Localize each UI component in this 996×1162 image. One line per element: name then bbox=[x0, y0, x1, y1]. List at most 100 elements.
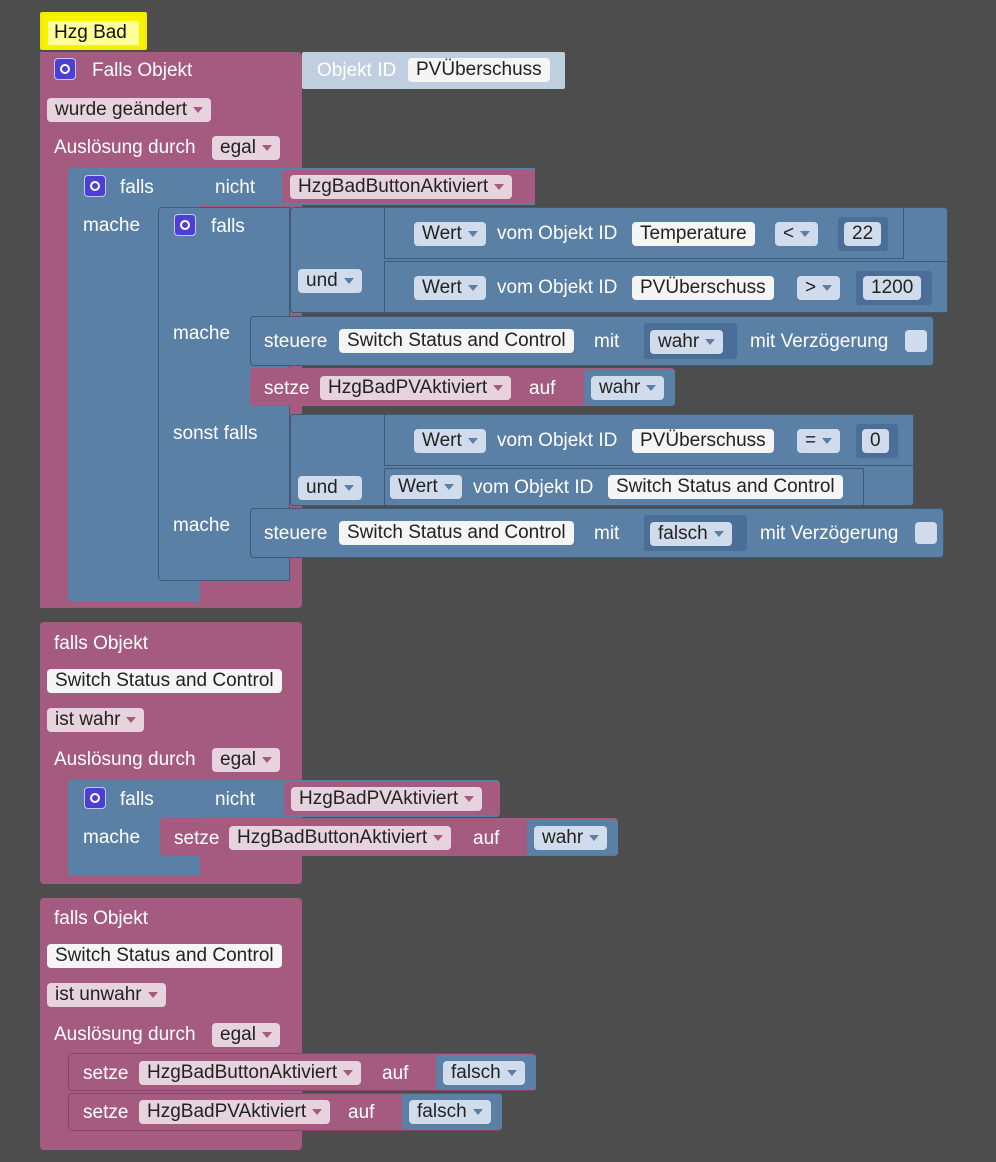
chevron-down-icon bbox=[433, 834, 444, 841]
chevron-down-icon bbox=[193, 106, 204, 113]
object-field[interactable]: PVÜberschuss bbox=[632, 276, 774, 300]
chevron-down-icon bbox=[713, 530, 724, 537]
set-var-dropdown[interactable]: HzgBadButtonAktiviert bbox=[229, 826, 452, 850]
chevron-down-icon bbox=[467, 284, 478, 291]
ausloesung-dropdown[interactable]: egal bbox=[212, 136, 280, 160]
chevron-down-icon bbox=[261, 144, 272, 151]
vom-objekt-id-label: vom Objekt ID bbox=[497, 277, 618, 298]
setze-label: setze bbox=[83, 1063, 129, 1084]
bool-dropdown[interactable]: wahr bbox=[650, 330, 724, 354]
compare-op-dropdown[interactable]: > bbox=[797, 276, 841, 300]
gear-icon[interactable] bbox=[54, 58, 76, 80]
chevron-down-icon bbox=[646, 384, 657, 391]
trigger-dropdown[interactable]: wurde geändert bbox=[47, 98, 212, 122]
ausloesung-label: Auslösung durch bbox=[54, 749, 196, 770]
nicht-label: nicht bbox=[215, 789, 256, 810]
chevron-down-icon bbox=[822, 437, 833, 444]
compare-op-dropdown[interactable]: = bbox=[797, 429, 841, 453]
setze-label: setze bbox=[174, 828, 220, 849]
gear-icon[interactable] bbox=[174, 214, 196, 236]
falls-label: falls bbox=[120, 789, 154, 810]
falls-objekt-label: falls Objekt bbox=[54, 908, 148, 929]
chevron-down-icon bbox=[343, 1069, 354, 1076]
vom-objekt-id-label: vom Objekt ID bbox=[473, 477, 594, 498]
object-field[interactable]: Switch Status and Control bbox=[47, 944, 282, 968]
gear-icon[interactable] bbox=[84, 175, 106, 197]
set-var-dropdown[interactable]: HzgBadPVAktiviert bbox=[139, 1100, 331, 1124]
ausloesung-dropdown[interactable]: egal bbox=[212, 1023, 280, 1047]
sonst-falls-label: sonst falls bbox=[173, 423, 258, 444]
auf-label: auf bbox=[348, 1102, 375, 1123]
delay-checkbox[interactable] bbox=[915, 522, 937, 544]
ausloesung-label: Auslösung durch bbox=[54, 1024, 196, 1045]
ausloesung-dropdown[interactable]: egal bbox=[212, 748, 280, 772]
compare-op-dropdown[interactable]: < bbox=[775, 222, 819, 246]
number-field[interactable]: 1200 bbox=[863, 276, 922, 300]
chevron-down-icon bbox=[343, 484, 354, 491]
setze-label: setze bbox=[264, 378, 310, 399]
set-var-dropdown[interactable]: HzgBadButtonAktiviert bbox=[139, 1061, 362, 1085]
number-field[interactable]: 22 bbox=[844, 222, 882, 246]
steuere-label: steuere bbox=[264, 523, 328, 544]
chevron-down-icon bbox=[493, 384, 504, 391]
wert-dropdown[interactable]: Wert bbox=[390, 475, 462, 499]
cond-var-dropdown[interactable]: HzgBadButtonAktiviert bbox=[290, 175, 513, 199]
und-dropdown[interactable]: und bbox=[298, 269, 362, 293]
setze-label: setze bbox=[83, 1102, 129, 1123]
steuere-label: steuere bbox=[264, 331, 328, 352]
chevron-down-icon bbox=[800, 230, 811, 237]
chevron-down-icon bbox=[705, 338, 716, 345]
comment-bubble[interactable]: Hzg Bad bbox=[40, 12, 147, 50]
vom-objekt-id-label: vom Objekt ID bbox=[497, 430, 618, 451]
auf-label: auf bbox=[382, 1063, 409, 1084]
wert-dropdown[interactable]: Wert bbox=[414, 276, 486, 300]
bool-dropdown[interactable]: falsch bbox=[409, 1100, 491, 1124]
switch-object-field[interactable]: Switch Status and Control bbox=[339, 329, 574, 353]
trigger-dropdown[interactable]: ist unwahr bbox=[47, 983, 166, 1007]
trigger-dropdown[interactable]: ist wahr bbox=[47, 708, 145, 732]
mache-label: mache bbox=[83, 827, 141, 848]
wert-dropdown[interactable]: Wert bbox=[414, 429, 486, 453]
wert-dropdown[interactable]: Wert bbox=[414, 222, 486, 246]
switch-object-field[interactable]: Switch Status and Control bbox=[339, 521, 574, 545]
mit-label: mit bbox=[594, 331, 620, 352]
mit-verzoegerung-label: mit Verzögerung bbox=[750, 331, 889, 352]
if-falls-label: falls bbox=[120, 177, 154, 198]
mache-label: mache bbox=[173, 323, 231, 344]
object-field[interactable]: Switch Status and Control bbox=[608, 475, 843, 499]
objekt-id-field[interactable]: PVÜberschuss bbox=[408, 58, 550, 82]
bool-dropdown[interactable]: wahr bbox=[591, 376, 665, 400]
set-var-dropdown[interactable]: HzgBadPVAktiviert bbox=[320, 376, 512, 400]
bool-dropdown[interactable]: falsch bbox=[650, 522, 732, 546]
chevron-down-icon bbox=[464, 795, 475, 802]
chevron-down-icon bbox=[343, 277, 354, 284]
vom-objekt-id-label: vom Objekt ID bbox=[497, 223, 618, 244]
mit-verzoegerung-label: mit Verzögerung bbox=[760, 523, 899, 544]
chevron-down-icon bbox=[494, 183, 505, 190]
chevron-down-icon bbox=[312, 1108, 323, 1115]
falls-objekt-label: Falls Objekt bbox=[92, 60, 193, 81]
bool-dropdown[interactable]: wahr bbox=[534, 826, 608, 850]
object-field[interactable]: PVÜberschuss bbox=[632, 429, 774, 453]
object-field[interactable]: Temperature bbox=[632, 222, 755, 246]
number-field[interactable]: 0 bbox=[862, 429, 889, 453]
delay-checkbox[interactable] bbox=[905, 330, 927, 352]
chevron-down-icon bbox=[147, 991, 158, 998]
comment-text[interactable]: Hzg Bad bbox=[48, 21, 139, 45]
falls-objekt-label: falls Objekt bbox=[54, 633, 148, 654]
chevron-down-icon bbox=[261, 1031, 272, 1038]
chevron-down-icon bbox=[822, 284, 833, 291]
chevron-down-icon bbox=[126, 716, 137, 723]
inner-falls-label: falls bbox=[211, 216, 245, 237]
chevron-down-icon bbox=[506, 1069, 517, 1076]
object-field[interactable]: Switch Status and Control bbox=[47, 669, 282, 693]
objekt-id-label: Objekt ID bbox=[317, 60, 397, 81]
auf-label: auf bbox=[473, 828, 500, 849]
chevron-down-icon bbox=[261, 756, 272, 763]
chevron-down-icon bbox=[443, 483, 454, 490]
cond-var-dropdown[interactable]: HzgBadPVAktiviert bbox=[291, 787, 483, 811]
gear-icon[interactable] bbox=[84, 787, 106, 809]
und-dropdown[interactable]: und bbox=[298, 476, 362, 500]
ausloesung-label: Auslösung durch bbox=[54, 137, 196, 158]
bool-dropdown[interactable]: falsch bbox=[443, 1061, 525, 1085]
